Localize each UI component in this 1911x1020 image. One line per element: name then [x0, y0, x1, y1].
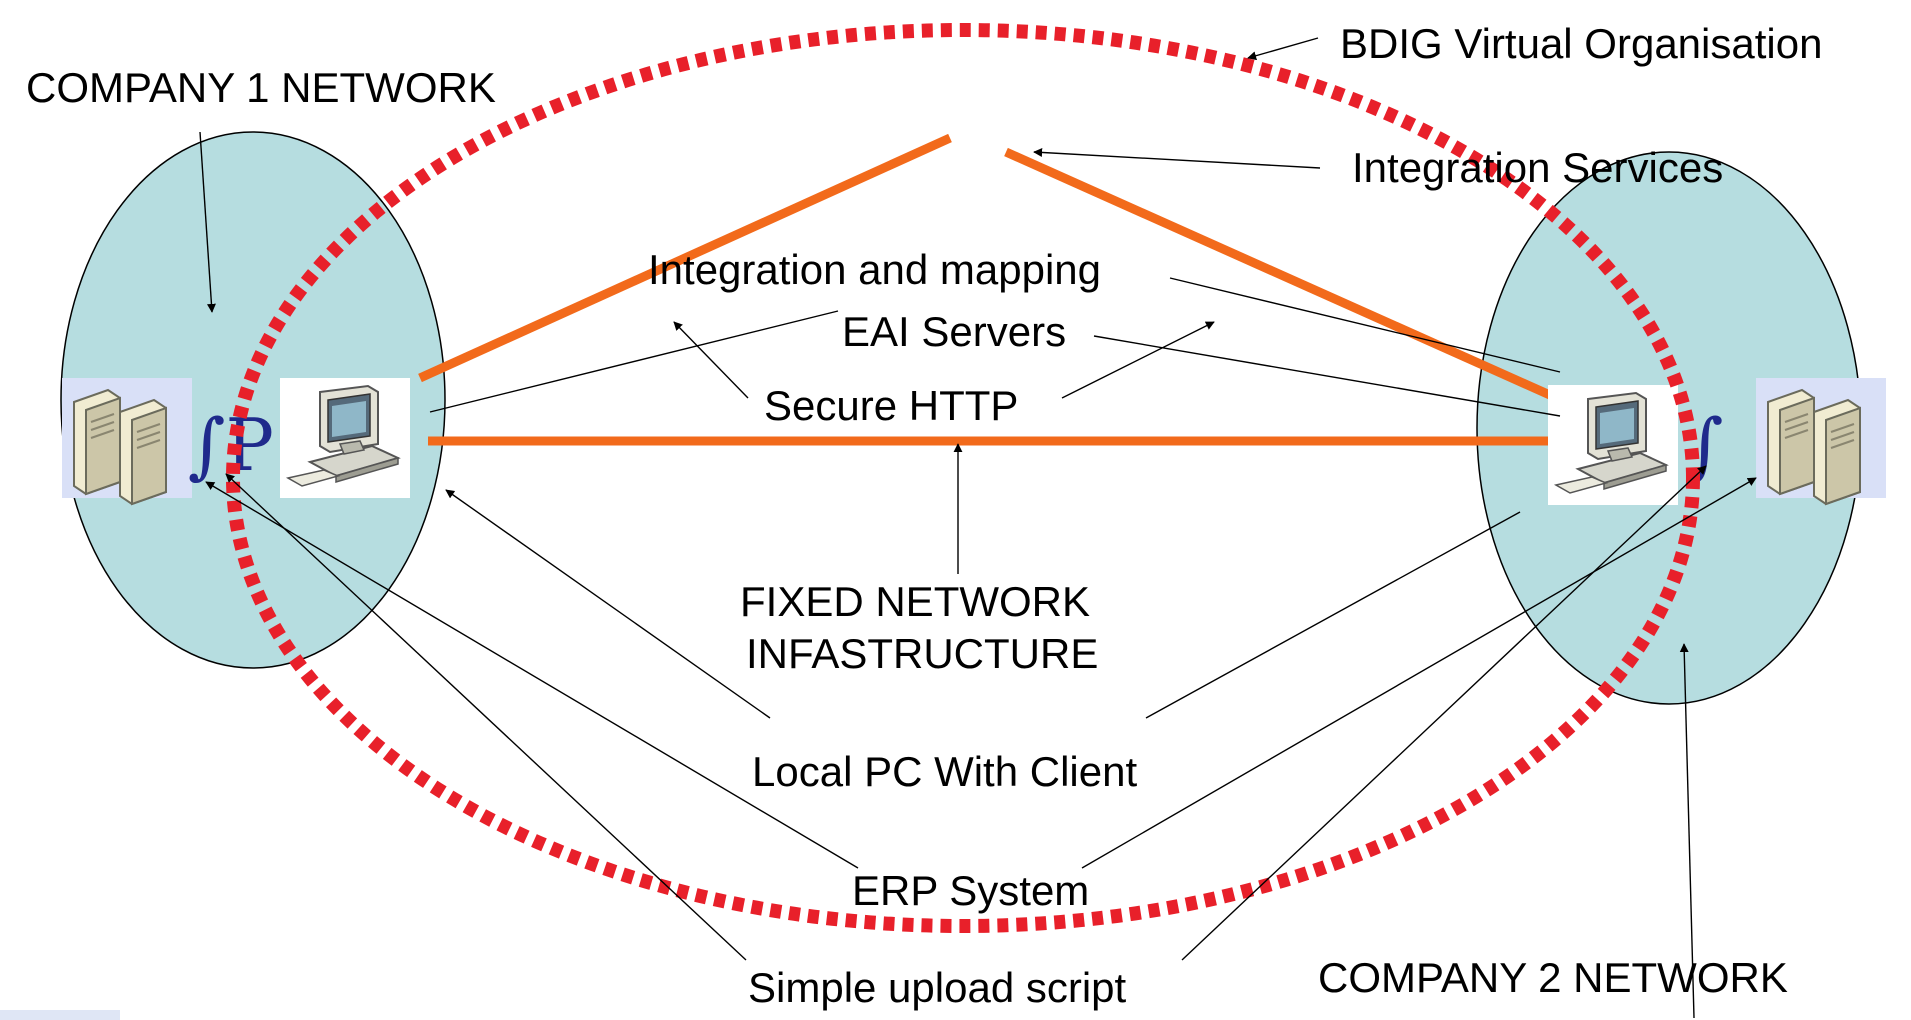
secure-http-arrow-right	[1061, 321, 1215, 399]
integration-services-arrow	[1033, 147, 1321, 169]
integration-mapping-label: Integration and mapping	[648, 246, 1101, 293]
company1-local-pc-icon	[279, 377, 411, 499]
company1-erp-server-icon	[61, 377, 193, 505]
integration-service-line-right	[1004, 147, 1572, 409]
company2-label-arrow	[1679, 643, 1695, 1019]
erp-arrow-left	[205, 481, 859, 869]
fixed-network-label-line2: INFASTRUCTURE	[746, 630, 1098, 677]
company2-network-label: COMPANY 2 NETWORK	[1318, 954, 1788, 1001]
eai-servers-connector-right	[1093, 335, 1561, 417]
secure-http-arrow-left	[673, 321, 749, 399]
local-pc-arrow-left	[445, 489, 771, 719]
company2-erp-server-icon	[1755, 377, 1887, 505]
virtual-organisation-label: BDIG Virtual Organisation	[1340, 20, 1822, 67]
eai-servers-label: EAI Servers	[842, 308, 1066, 355]
erp-system-label: ERP System	[852, 867, 1089, 914]
fixed-network-label-line1: FIXED NETWORK	[740, 578, 1090, 625]
eai-servers-connector-left	[429, 310, 839, 413]
upload-script-arrow-left	[225, 473, 747, 961]
local-pc-label: Local PC With Client	[752, 748, 1137, 795]
company2-local-pc-icon	[1547, 384, 1679, 506]
integration-mapping-connector	[1169, 277, 1561, 373]
upload-script-arrow-right	[1181, 465, 1707, 961]
integration-services-label: Integration Services	[1352, 144, 1723, 191]
upload-script-label: Simple upload script	[748, 964, 1127, 1011]
virtual-org-arrow	[1247, 37, 1319, 61]
erp-arrow-right	[1081, 477, 1757, 869]
secure-http-label: Secure HTTP	[764, 382, 1018, 429]
integration-service-line-left	[418, 133, 952, 383]
company1-label-arrow	[199, 131, 216, 313]
local-pc-connector-right	[1145, 511, 1521, 719]
company1-network-label: COMPANY 1 NETWORK	[26, 64, 496, 111]
slide-corner-mark	[0, 1010, 120, 1020]
company1-network-circle	[60, 131, 446, 669]
